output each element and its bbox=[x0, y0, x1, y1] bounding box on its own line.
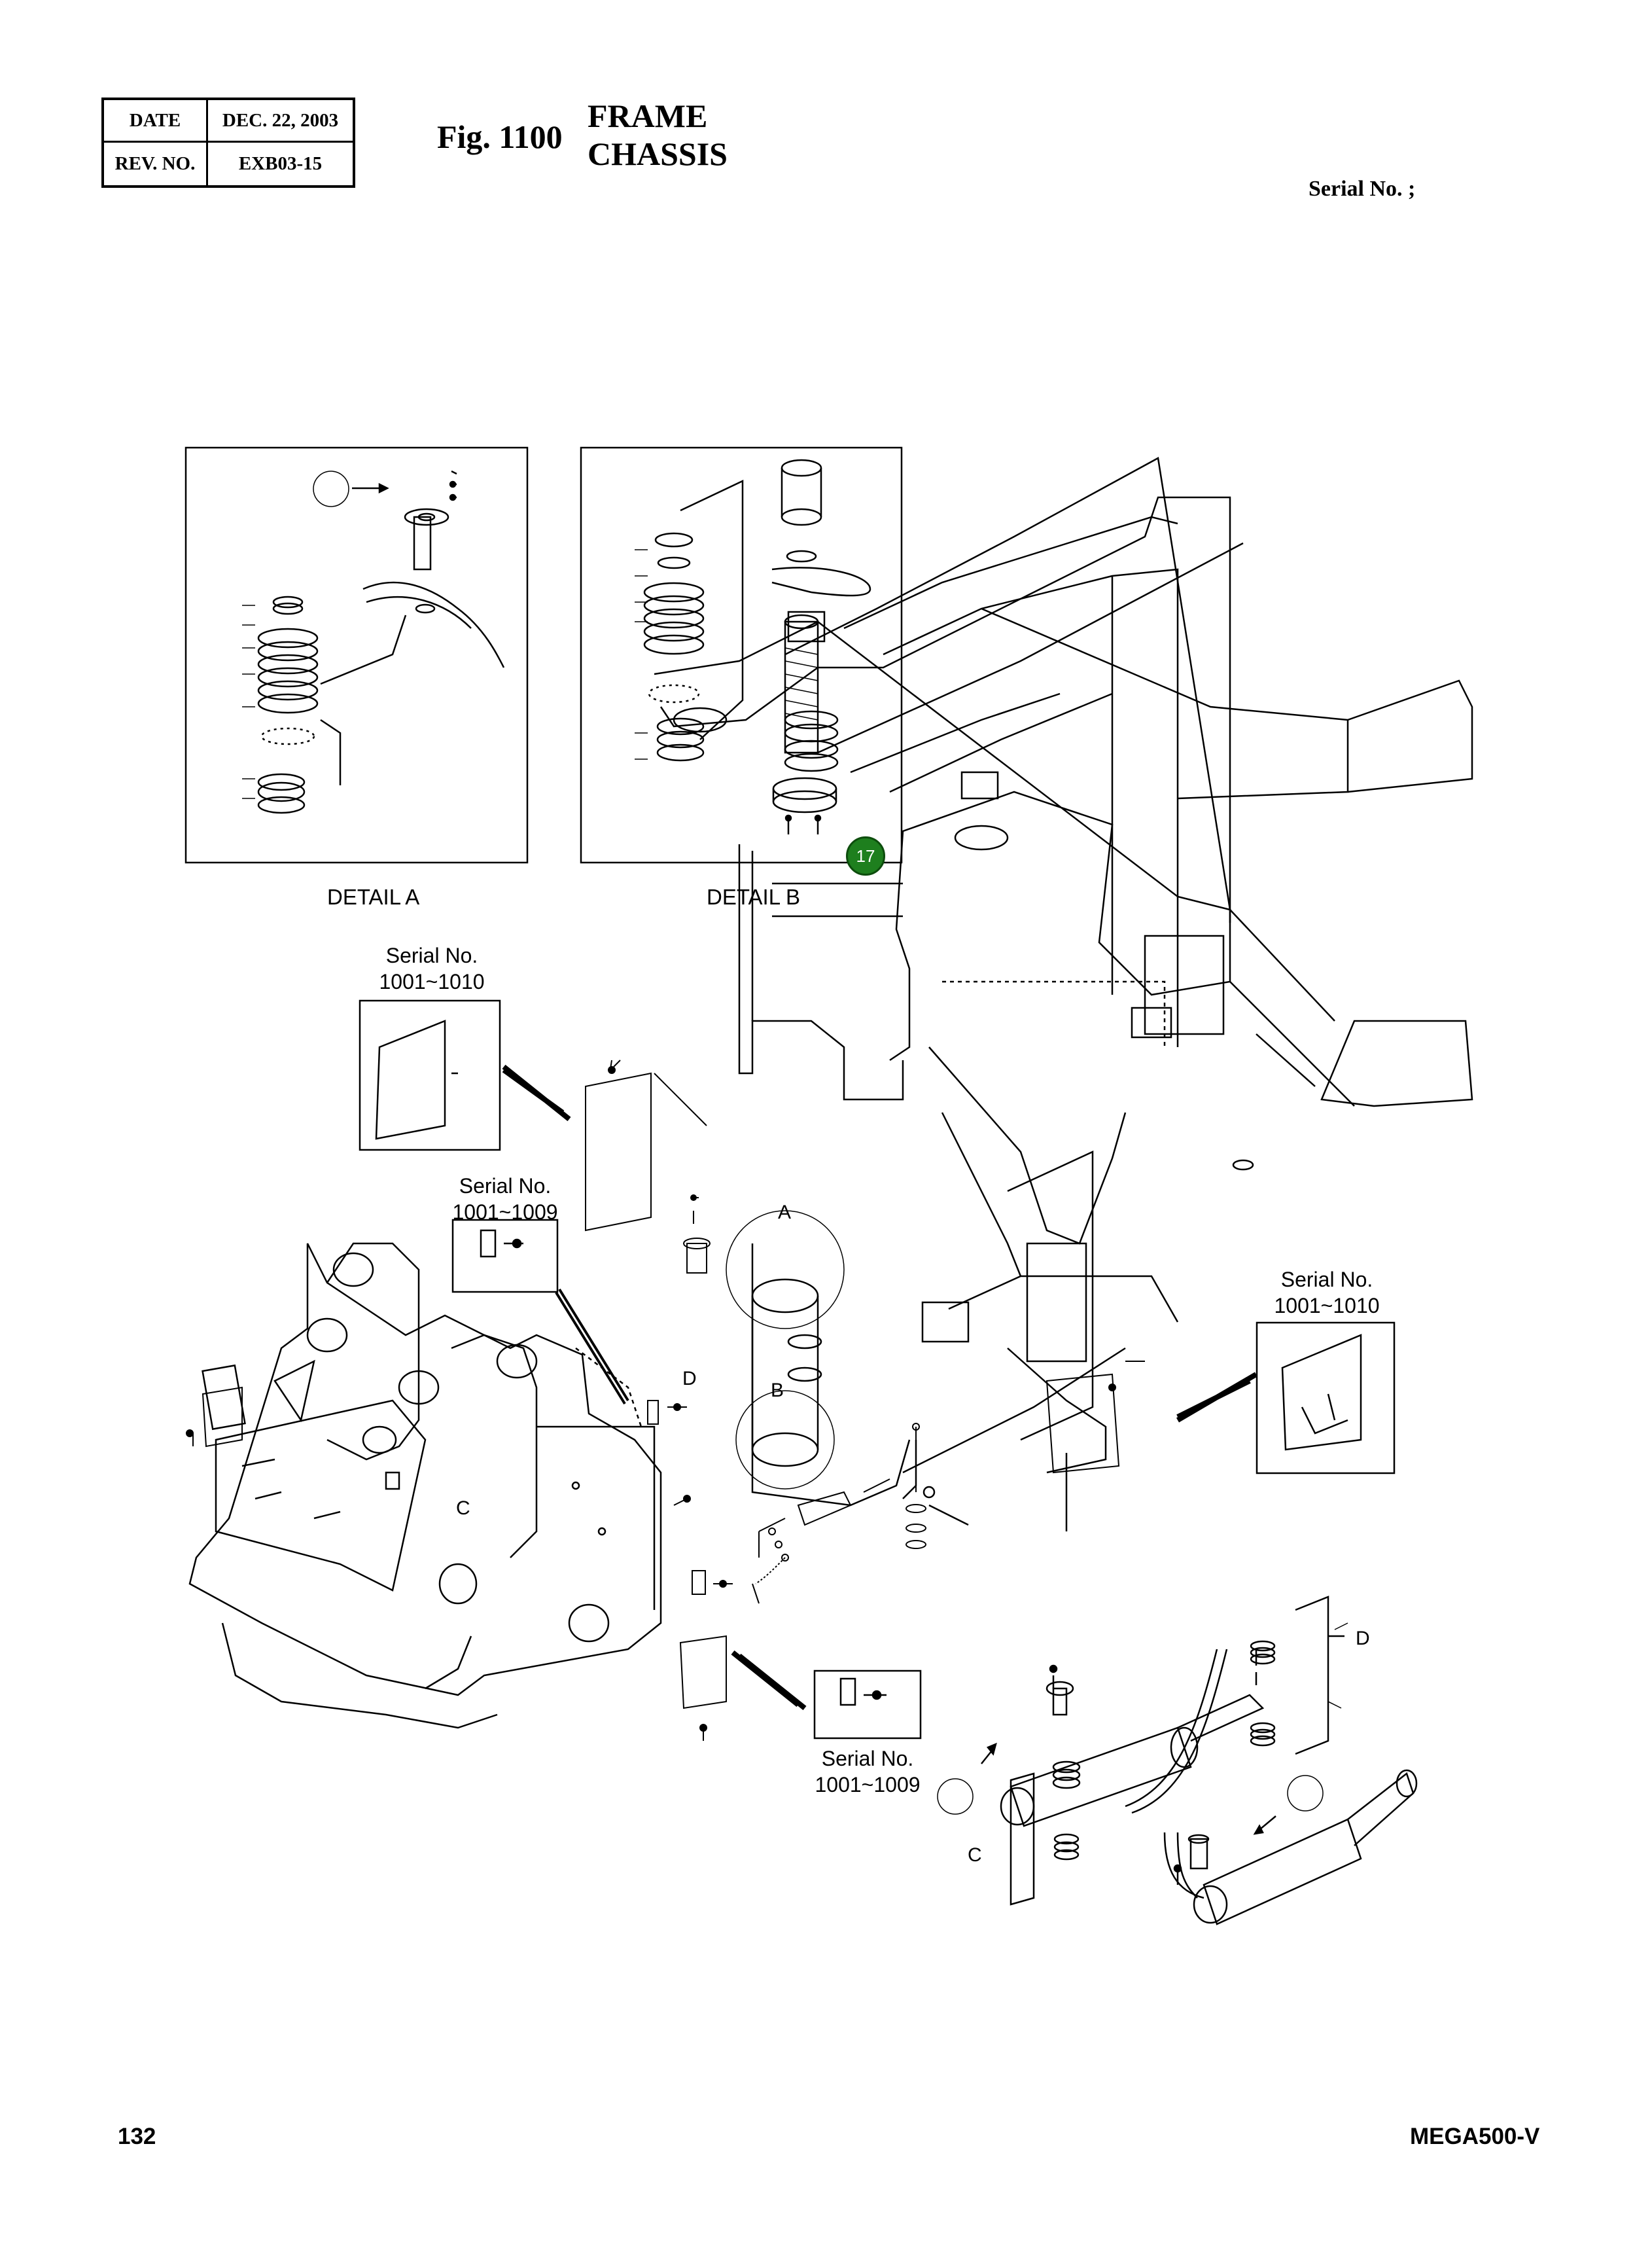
page-number: 132 bbox=[118, 2124, 156, 2149]
serial-note-2: Serial No. 1001~1009 bbox=[440, 1173, 571, 1225]
date-row: DATE DEC. 22, 2003 bbox=[104, 100, 353, 143]
inset-boxes bbox=[360, 1001, 1394, 1738]
serial-note-2-range: 1001~1009 bbox=[452, 1200, 558, 1224]
serial-note-2-line1: Serial No. bbox=[459, 1174, 552, 1198]
figure-number: Fig. 1100 bbox=[437, 118, 563, 155]
detail-a-drawing bbox=[186, 448, 527, 863]
detail-b-drawing bbox=[581, 448, 902, 863]
serial-note-4-line1: Serial No. bbox=[821, 1747, 914, 1770]
marker-d-cylinder: D bbox=[1356, 1628, 1370, 1649]
marker-b: B bbox=[771, 1380, 784, 1401]
date-value: DEC. 22, 2003 bbox=[222, 109, 339, 131]
marker-a: A bbox=[778, 1202, 792, 1223]
marker-c-main: C bbox=[456, 1497, 470, 1519]
rear-rails-drawing bbox=[844, 517, 1472, 1047]
serial-note-4-range: 1001~1009 bbox=[815, 1773, 921, 1796]
serial-note-1: Serial No. 1001~1010 bbox=[366, 942, 497, 995]
revision-table: DATE DEC. 22, 2003 REV. NO. EXB03-15 bbox=[101, 98, 355, 188]
figure-title-line1: FRAME bbox=[588, 98, 708, 134]
serial-note-3-line1: Serial No. bbox=[1280, 1268, 1373, 1291]
rev-value: EXB03-15 bbox=[238, 153, 323, 174]
figure-title: FRAME CHASSIS bbox=[588, 97, 728, 173]
serial-number-label: Serial No. ; bbox=[1309, 177, 1416, 201]
rear-frame-drawing bbox=[654, 458, 1472, 1548]
callout-17[interactable]: 17 bbox=[846, 836, 885, 876]
detail-b-label: DETAIL B bbox=[707, 885, 801, 909]
serial-note-3: Serial No. 1001~1010 bbox=[1261, 1266, 1392, 1319]
serial-note-4: Serial No. 1001~1009 bbox=[802, 1745, 933, 1798]
loose-hardware bbox=[186, 1060, 1145, 1741]
serial-note-1-range: 1001~1010 bbox=[379, 970, 485, 993]
model-name: MEGA500-V bbox=[1410, 2124, 1540, 2149]
detail-a-label: DETAIL A bbox=[327, 885, 420, 909]
marker-c-cylinder: C bbox=[968, 1844, 982, 1866]
marker-d-main: D bbox=[682, 1368, 697, 1389]
steering-cylinders bbox=[938, 1597, 1416, 1924]
serial-note-1-line1: Serial No. bbox=[385, 944, 478, 967]
rev-row: REV. NO. EXB03-15 bbox=[104, 143, 353, 185]
front-frame-drawing bbox=[190, 1243, 661, 1728]
date-label: DATE bbox=[104, 100, 208, 141]
rev-label: REV. NO. bbox=[104, 143, 208, 185]
figure-title-line2: CHASSIS bbox=[588, 135, 728, 172]
serial-note-3-range: 1001~1010 bbox=[1274, 1294, 1380, 1317]
